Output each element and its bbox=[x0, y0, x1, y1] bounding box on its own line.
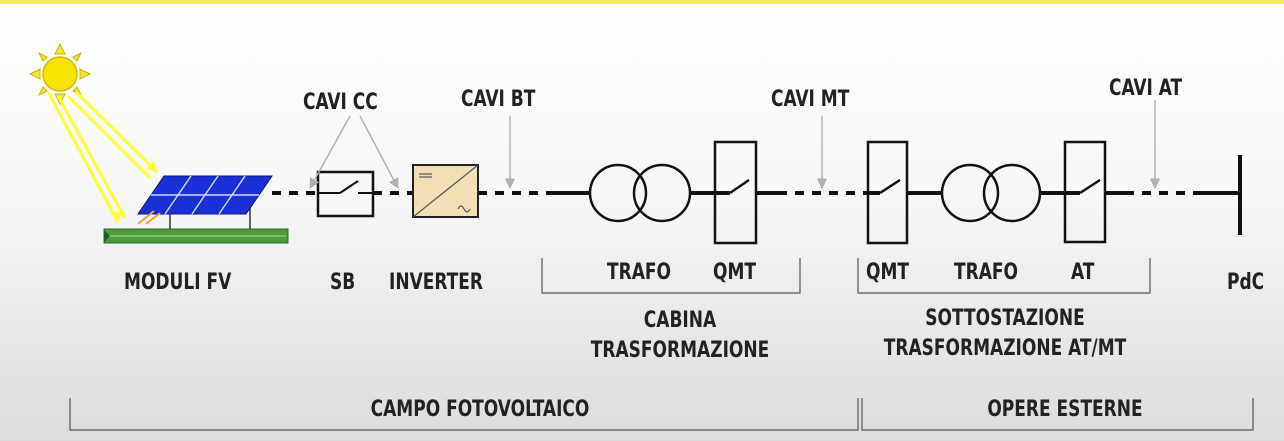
label-cavi-cc: CAVI CC bbox=[303, 90, 378, 115]
label-cavi-mt: CAVI MT bbox=[771, 87, 850, 112]
top-border bbox=[0, 0, 1284, 4]
label-opere-esterne: OPERE ESTERNE bbox=[987, 397, 1143, 422]
transformer-icon bbox=[940, 163, 1042, 223]
label-campo-fotovoltaico: CAMPO FOTOVOLTAICO bbox=[370, 397, 590, 422]
label-inverter: INVERTER bbox=[389, 270, 483, 295]
inverter-icon bbox=[412, 164, 479, 218]
label-cabina: CABINA bbox=[643, 308, 717, 333]
cable-arrows bbox=[309, 100, 1161, 190]
label-qmt-1: QMT bbox=[713, 260, 757, 285]
label-moduli-fv: MODULI FV bbox=[124, 270, 232, 295]
transformer-icon bbox=[588, 163, 692, 223]
qmt-switch-icon bbox=[866, 140, 909, 245]
label-cavi-bt: CAVI BT bbox=[461, 87, 536, 112]
label-cavi-at: CAVI AT bbox=[1109, 76, 1183, 101]
at-switch-icon bbox=[1063, 140, 1107, 244]
label-trafo-1: TRAFO bbox=[607, 260, 672, 285]
label-sottostazione: SOTTOSTAZIONE bbox=[925, 306, 1085, 331]
label-pdc: PdC bbox=[1227, 270, 1265, 295]
label-trafo-2: TRAFO bbox=[954, 260, 1019, 285]
label-at: AT bbox=[1071, 260, 1095, 285]
sun-icon bbox=[28, 42, 92, 106]
sb-switch-icon bbox=[316, 170, 375, 218]
label-qmt-2: QMT bbox=[866, 260, 910, 285]
label-sottostazione-trasformazione: TRASFORMAZIONE AT/MT bbox=[883, 336, 1127, 361]
sun-rays bbox=[46, 90, 159, 223]
label-cabina-trasformazione: TRASFORMAZIONE bbox=[590, 338, 770, 363]
solar-panel-icon bbox=[103, 175, 289, 244]
qmt-switch-icon bbox=[713, 140, 758, 245]
brackets bbox=[69, 258, 1254, 431]
label-sb: SB bbox=[330, 270, 356, 295]
